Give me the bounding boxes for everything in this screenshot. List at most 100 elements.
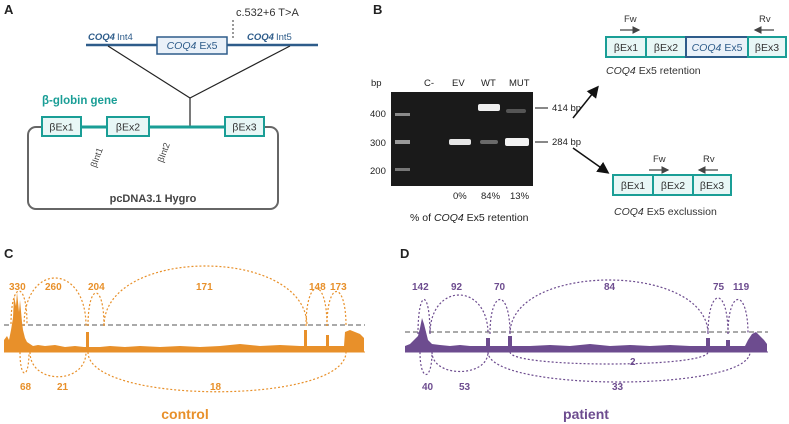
globin-ex2-box [106,116,150,137]
wt-band-284 [480,140,498,144]
mutation-label: c.532+6 T>A [236,7,299,19]
exclusion-ex3-box [692,174,732,196]
patient-arc-75 [707,297,729,335]
control-count-173: 173 [330,282,347,293]
insert-line-left [107,45,191,99]
patient-coverage-track [405,318,767,352]
insert-line-right [189,45,291,99]
control-arc-21 [29,351,87,378]
retention-ex1-label: βEx1 [614,42,638,54]
control-label: control [161,406,208,422]
globin-ex1-label: βEx1 [49,122,73,134]
lane-label-ev: EV [452,78,465,89]
panel-label-b: B [373,2,382,17]
globin-ex3-label: βEx3 [232,122,256,134]
patient-arc-40 [419,351,433,375]
patient-arc-33 [487,351,751,383]
control-count-260: 260 [45,282,62,293]
lane-label-mut: MUT [509,78,530,89]
panel-label-c: C [4,246,14,261]
globin-ex3-box [224,116,265,137]
arrow-to-retention [572,85,599,119]
patient-arc-84 [509,279,709,335]
exclusion-rv-label: Rv [703,154,715,165]
wt-band-414 [478,104,500,111]
retention-rv-label: Rv [759,14,771,25]
panel-label-d: D [400,246,409,261]
patient-count-75: 75 [713,282,725,293]
ladder-band-400 [395,113,410,116]
band-284-label: 284 bp [552,137,581,148]
globin-ex1-box [41,116,82,137]
retention-ex3-label: βEx3 [755,42,779,54]
band-414-label: 414 bp [552,103,581,114]
patient-count-84: 84 [604,282,616,293]
control-coverage-track [4,292,364,352]
control-arc-260 [23,277,87,327]
exclusion-ex3-label: βEx3 [700,180,724,192]
ladder-400: 400 [370,109,386,120]
mut-band-414 [506,109,526,113]
globin-int1-label: βInt1 [88,146,104,168]
control-arc-204 [87,292,105,327]
ladder-200: 200 [370,166,386,177]
exclusion-ex1-label: βEx1 [621,180,645,192]
mut-band-284 [505,138,529,146]
lane-label-cneg: C- [424,78,434,89]
lane-label-wt: WT [481,78,496,89]
control-arc-171 [103,265,308,327]
patient-arc-70 [489,299,511,335]
percent-wt: 84% [481,191,501,202]
arrow-to-exclusion [572,147,610,174]
patient-arc-2 [509,351,709,365]
globin-int2-label: βInt2 [155,141,171,163]
control-count-18: 18 [210,382,222,393]
ladder-300: 300 [370,138,386,149]
ladder-header: bp [371,78,382,89]
patient-count-119: 119 [733,282,750,293]
retention-ex2-label: βEx2 [654,42,678,54]
patient-count-92: 92 [451,282,463,293]
percent-ev: 0% [453,191,467,202]
ladder-band-300 [395,140,410,144]
retention-ex3-box [747,36,787,58]
control-arc-68 [19,351,30,374]
ev-band-284 [449,139,471,145]
patient-count-33: 33 [612,382,624,393]
panel-label-a: A [4,2,14,17]
patient-arc-119 [727,299,749,335]
globin-ex2-label: βEx2 [116,122,140,134]
control-top-arcs [10,265,347,327]
patient-count-53: 53 [459,382,471,393]
patient-top-arcs [417,279,749,335]
patient-bottom-arcs [419,351,751,383]
percent-mut: 13% [510,191,530,202]
control-arc-173 [326,291,347,327]
patient-count-40: 40 [422,382,434,393]
vector-label: pcDNA3.1 Hygro [110,193,197,205]
control-count-68: 68 [20,382,32,393]
patient-count-142: 142 [412,282,429,293]
patient-arc-92 [429,294,489,335]
globin-title: β-globin gene [42,95,117,107]
patient-arc-142 [417,299,431,335]
control-count-171: 171 [196,282,213,293]
exclusion-fw-label: Fw [653,154,666,165]
control-arc-330 [10,290,28,325]
coq4-ex5-box [156,36,228,55]
control-count-204: 204 [88,282,105,293]
patient-count-2: 2 [630,357,636,368]
ladder-band-200 [395,168,410,171]
patient-count-70: 70 [494,282,506,293]
retention-fw-label: Fw [624,14,637,25]
patient-label: patient [563,406,609,422]
control-count-148: 148 [309,282,326,293]
control-count-330: 330 [9,282,26,293]
